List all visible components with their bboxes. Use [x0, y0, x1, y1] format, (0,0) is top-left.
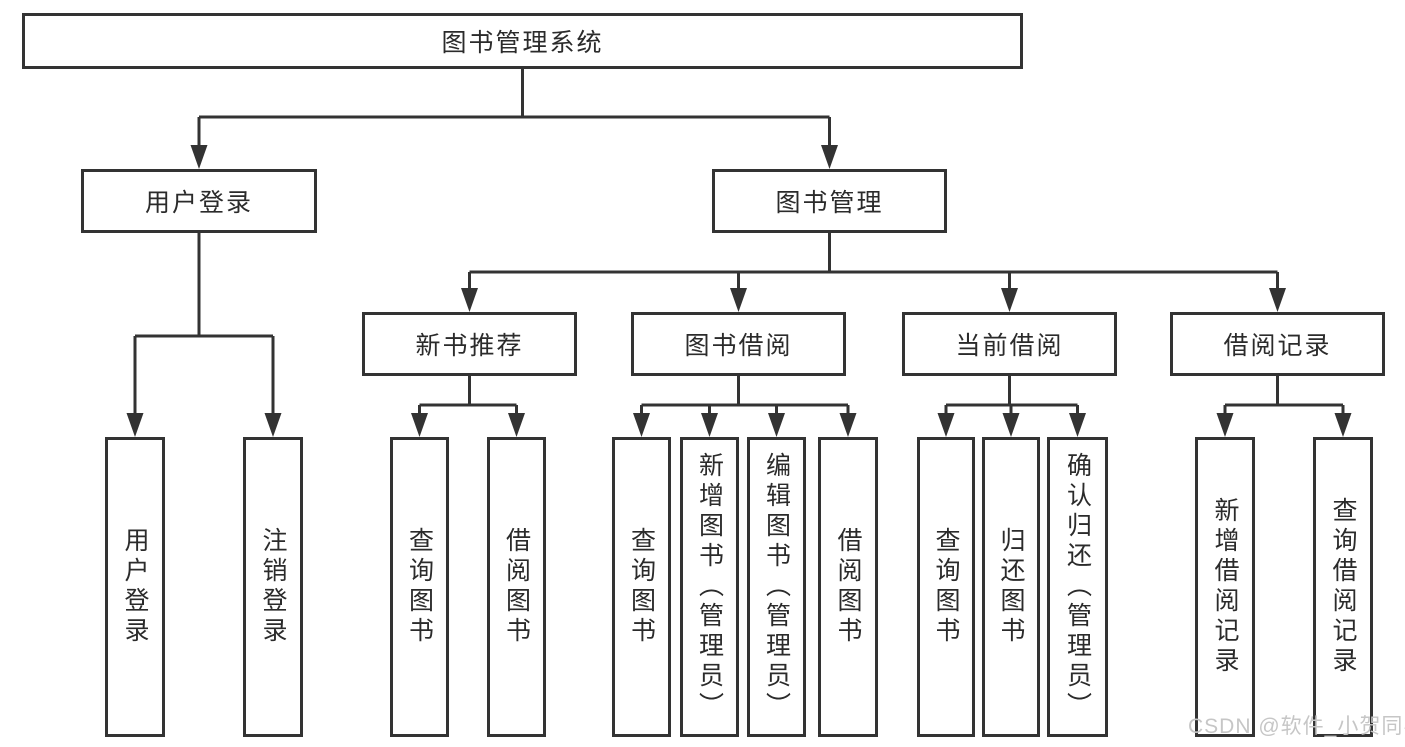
connector-root-to-level2 [197, 69, 831, 158]
node-current-borrowing-label: 当前借阅 [955, 332, 1064, 360]
node-leaf-bb-query-book: 查询图书 [612, 437, 671, 737]
csdn-watermark: CSDN @软件_小贺同学 [1188, 715, 1405, 738]
node-leaf-user-login: 用户登录 [105, 437, 165, 737]
node-leaf-bb-borrow-book-label: 借阅图书 [834, 527, 862, 647]
node-leaf-rec-borrow-book-label: 借阅图书 [502, 527, 531, 647]
node-leaf-rec-borrow-book: 借阅图书 [487, 437, 546, 737]
node-leaf-bb-edit-book: 编辑图书（管理员） [747, 437, 806, 737]
connector-bookmgmt-to-level3 [468, 233, 1279, 301]
node-leaf-bb-edit-book-label: 编辑图书（管理员） [762, 452, 791, 722]
node-user-login: 用户登录 [81, 169, 317, 233]
connector-userlogin-to-children [133, 233, 275, 426]
arrowheads [126, 145, 1352, 437]
node-leaf-rec-query-book: 查询图书 [390, 437, 449, 737]
node-leaf-query-borrow-record-label: 查询借阅记录 [1329, 497, 1357, 677]
node-book-management: 图书管理 [712, 169, 947, 233]
node-borrowing-records: 借阅记录 [1170, 312, 1385, 376]
node-leaf-logout-label: 注销登录 [259, 527, 287, 647]
node-library-system-label: 图书管理系统 [441, 29, 604, 57]
node-leaf-add-borrow-record: 新增借阅记录 [1195, 437, 1255, 737]
node-leaf-bb-borrow-book: 借阅图书 [818, 437, 878, 737]
node-leaf-user-login-label: 用户登录 [121, 527, 149, 647]
node-new-book-recommendation-label: 新书推荐 [415, 332, 524, 360]
node-leaf-bb-query-book-label: 查询图书 [627, 527, 656, 647]
node-leaf-query-borrow-record: 查询借阅记录 [1313, 437, 1373, 737]
node-book-management-label: 图书管理 [775, 189, 884, 217]
node-user-login-label: 用户登录 [144, 189, 253, 217]
connector-bookborrow-to-children [640, 376, 850, 426]
node-book-borrowing: 图书借阅 [631, 312, 846, 376]
node-leaf-bb-add-book-label: 新增图书（管理员） [695, 452, 724, 722]
node-leaf-cb-query-book-label: 查询图书 [932, 527, 960, 647]
node-borrowing-records-label: 借阅记录 [1223, 332, 1332, 360]
node-leaf-cb-query-book: 查询图书 [917, 437, 975, 737]
node-leaf-cb-return-book: 归还图书 [982, 437, 1040, 737]
node-leaf-add-borrow-record-label: 新增借阅记录 [1211, 497, 1239, 677]
node-current-borrowing: 当前借阅 [902, 312, 1117, 376]
node-leaf-cb-confirm-return: 确认归还（管理员） [1047, 437, 1108, 737]
node-leaf-logout: 注销登录 [243, 437, 303, 737]
node-leaf-cb-confirm-return-label: 确认归还（管理员） [1063, 452, 1092, 722]
node-leaf-rec-query-book-label: 查询图书 [405, 527, 434, 647]
connector-records-to-children [1223, 376, 1345, 426]
node-library-system: 图书管理系统 [22, 13, 1023, 69]
node-leaf-cb-return-book-label: 归还图书 [997, 527, 1025, 647]
node-new-book-recommendation: 新书推荐 [362, 312, 577, 376]
connector-newrec-to-children [418, 376, 518, 426]
node-leaf-bb-add-book: 新增图书（管理员） [680, 437, 739, 737]
node-book-borrowing-label: 图书借阅 [684, 332, 793, 360]
